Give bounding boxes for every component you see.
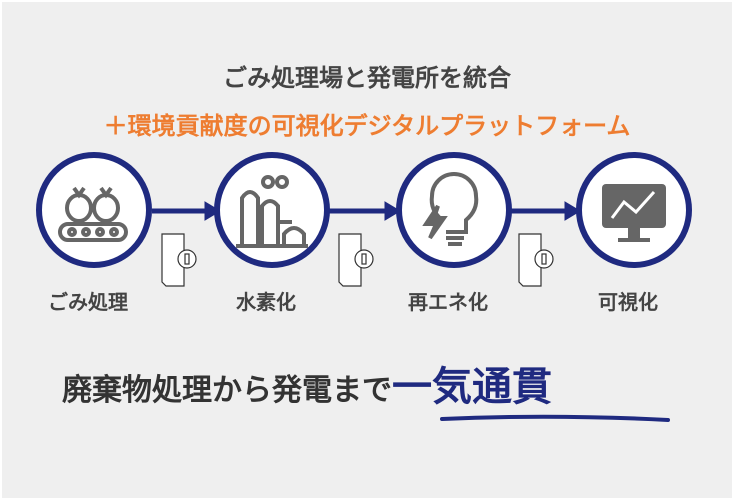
step-circle-garbage (36, 152, 152, 268)
step-label: 再エネ化 (408, 290, 488, 314)
hydrogen-plant-icon (236, 175, 308, 248)
step-circle-hydrogen (214, 152, 330, 268)
monitor-chart-icon (602, 184, 666, 242)
document-gear-icon (338, 233, 374, 287)
arrow-head (204, 201, 221, 221)
tagline-emphasis: 一気通貫 (392, 364, 552, 410)
arrow-head (384, 201, 401, 221)
step-circle-visualize (576, 152, 692, 268)
lightbulb-lightning-icon (422, 172, 479, 246)
document-gear-icon (518, 233, 554, 287)
subtitle: ＋環境貢献度の可視化デジタルプラットフォーム (103, 112, 631, 140)
step-label: ごみ処理 (48, 290, 128, 314)
title: ごみ処理場と発電所を統合 (223, 64, 511, 92)
garbage-bags-conveyor-icon (58, 186, 128, 242)
arrow-head (564, 201, 581, 221)
tagline-prefix: 廃棄物処理から発電まで (62, 373, 392, 408)
tagline: 廃棄物処理から発電まで一気通貫 (62, 354, 552, 412)
step-circle-renewable (396, 152, 512, 268)
document-gear-icon (161, 233, 197, 287)
step-label: 水素化 (236, 290, 296, 314)
underline (440, 414, 670, 422)
step-label: 可視化 (598, 290, 658, 314)
